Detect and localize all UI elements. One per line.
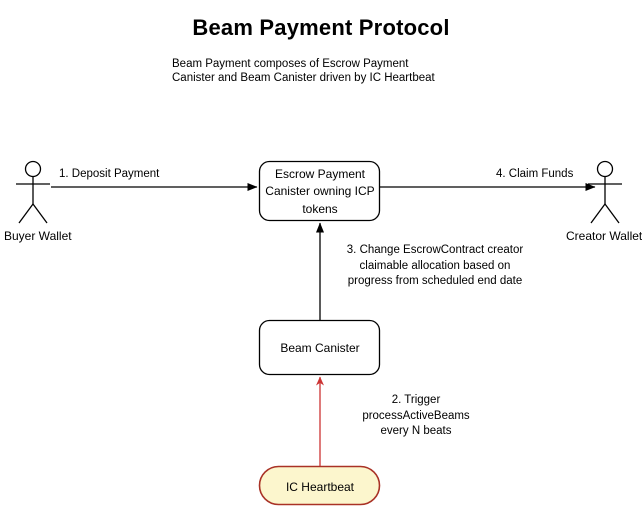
page-title: Beam Payment Protocol (192, 15, 450, 40)
node-label-ic-heartbeat: IC Heartbeat (285, 480, 355, 494)
node-label-escrow-payment-canister: Escrow Payment Canister owning ICP token… (265, 167, 375, 216)
node-label-beam-canister: Beam Canister (280, 341, 360, 355)
actor-buyer-wallet (16, 160, 50, 224)
node-escrow-payment-canister[interactable] (258, 160, 381, 222)
actor-label-buyer-wallet: Buyer Wallet (4, 229, 72, 243)
actor-label-creator-wallet: Creator Wallet (566, 229, 642, 243)
node-beam-canister[interactable] (258, 319, 381, 376)
edge-label-step-4: 4. Claim Funds (496, 168, 574, 180)
diagram-subtitle: Beam Payment composes of Escrow Payment … (172, 58, 435, 85)
edge-label-step-3: 3. Change EscrowContract creator claimab… (346, 244, 524, 288)
actor-creator-wallet (588, 160, 622, 224)
edge-label-step-2: 2. Trigger processActiveBeams every N be… (362, 394, 470, 438)
edge-label-step-1: 1. Deposit Payment (59, 168, 160, 180)
node-ic-heartbeat[interactable] (258, 465, 381, 506)
